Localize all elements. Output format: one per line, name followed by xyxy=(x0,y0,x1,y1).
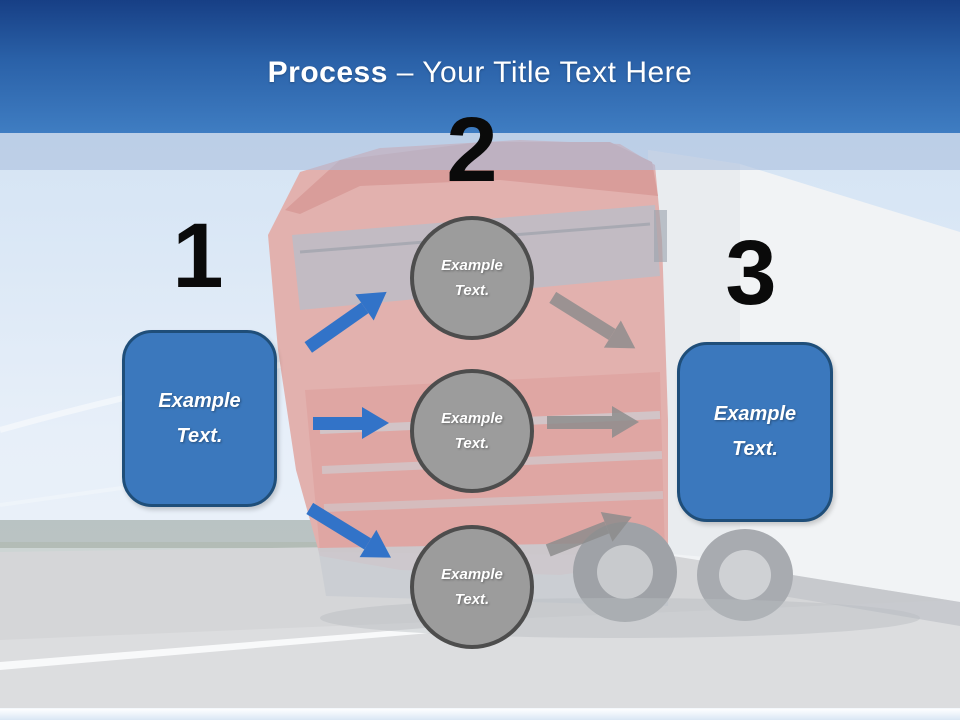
step-number-2: 2 xyxy=(446,99,498,201)
process-circle-middle: Example Text. xyxy=(410,369,534,493)
step-number-1: 1 xyxy=(172,205,224,307)
process-circle-middle-label: Example Text. xyxy=(441,409,503,453)
title-rest-text: – Your Title Text Here xyxy=(396,56,693,89)
step-number-3: 3 xyxy=(725,222,777,324)
gray-arrow-from-middle-circle xyxy=(547,406,639,438)
process-circle-top-label: Example Text. xyxy=(441,256,503,300)
title-bold-text: Process xyxy=(267,56,388,89)
process-circle-bottom-label: Example Text. xyxy=(441,565,503,609)
slide-title: Process – Your Title Text Here xyxy=(0,56,960,90)
left-process-box-label: Example Text. xyxy=(158,389,241,447)
footer-strip xyxy=(0,708,960,720)
header-bar: Process – Your Title Text Here xyxy=(0,0,960,133)
right-process-box-label: Example Text. xyxy=(713,403,797,460)
right-process-box: Example Text. xyxy=(677,342,833,522)
blue-arrow-to-middle-circle xyxy=(313,407,389,439)
process-circle-bottom: Example Text. xyxy=(410,525,534,649)
header-subband xyxy=(0,133,960,170)
left-process-box: Example Text. xyxy=(122,330,277,507)
process-circle-top: Example Text. xyxy=(410,216,534,340)
